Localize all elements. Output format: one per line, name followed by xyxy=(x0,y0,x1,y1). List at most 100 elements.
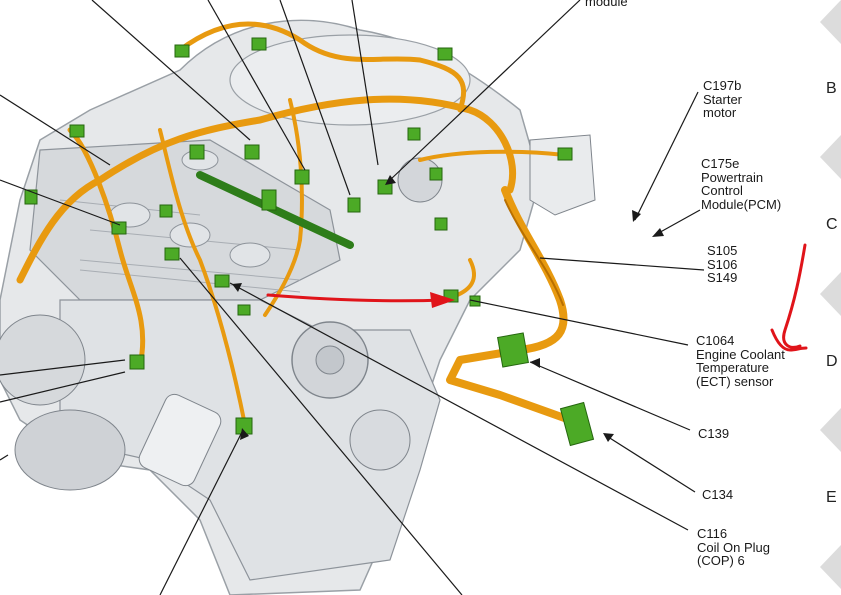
harness-left xyxy=(67,127,146,368)
connector xyxy=(434,217,448,231)
connector xyxy=(129,354,145,370)
grid-letter-c: C xyxy=(826,216,838,233)
connector xyxy=(174,44,190,58)
connector xyxy=(24,189,38,205)
leader-lines xyxy=(0,0,705,595)
connector xyxy=(237,304,251,316)
arrowhead xyxy=(240,428,249,440)
leader-line xyxy=(0,454,9,461)
label-line: Temperature xyxy=(696,360,769,375)
connectors xyxy=(24,37,595,447)
chevron-left-icon[interactable] xyxy=(820,135,841,179)
leader-line xyxy=(0,359,126,376)
arrowhead xyxy=(530,358,540,368)
harness-upper xyxy=(177,21,467,113)
c134-label: C134 xyxy=(702,488,733,502)
chevron-left-icon[interactable] xyxy=(820,272,841,316)
leader-line xyxy=(179,257,463,595)
harness-main xyxy=(16,95,517,284)
leader-line xyxy=(91,0,251,141)
connector xyxy=(244,144,260,160)
splice-label: S105 S106 S149 xyxy=(707,244,737,285)
label-line: (COP) 6 xyxy=(697,553,745,568)
leader-line xyxy=(279,0,351,196)
label-line: module xyxy=(585,0,628,9)
connector xyxy=(69,124,85,138)
leader-line xyxy=(229,282,689,531)
label-line: S105 xyxy=(707,243,738,258)
label-line: C139 xyxy=(698,426,730,441)
connector-c134 xyxy=(559,401,595,447)
grid-letter-e: E xyxy=(826,489,837,506)
chevron-left-icon[interactable] xyxy=(820,545,841,589)
label-line: C175e xyxy=(701,156,740,171)
label-line: C134 xyxy=(702,487,734,502)
red-arrowhead xyxy=(430,292,455,308)
leader-line xyxy=(207,0,306,171)
leader-line xyxy=(654,209,701,236)
connector xyxy=(557,147,573,161)
oil-filter xyxy=(138,393,222,487)
leader-line xyxy=(539,257,705,271)
arrowhead xyxy=(232,283,242,292)
arrowhead xyxy=(603,433,614,442)
connector xyxy=(261,189,277,211)
connector xyxy=(251,37,267,51)
label-line: S149 xyxy=(707,270,738,285)
label-line: C116 xyxy=(697,526,728,541)
connector-c139 xyxy=(497,332,529,368)
nav-chevrons xyxy=(820,0,841,589)
label-line: (ECT) sensor xyxy=(696,373,774,389)
leader-line xyxy=(0,94,111,166)
label-line: C197b xyxy=(703,78,742,93)
timing-cover xyxy=(349,409,411,471)
leader-line xyxy=(389,0,581,181)
harness-ect xyxy=(453,258,476,298)
leader-line xyxy=(351,0,379,166)
c139-label: C139 xyxy=(698,427,729,441)
arrowheads xyxy=(232,175,664,442)
label-line: Starter xyxy=(703,91,743,107)
leader-line xyxy=(159,429,244,595)
arrowhead xyxy=(652,228,664,237)
arrowhead xyxy=(632,210,641,222)
c1064-label: C1064 Engine Coolant Temperature (ECT) s… xyxy=(696,334,785,388)
arrowhead xyxy=(385,175,396,185)
label-line: motor xyxy=(703,105,737,120)
connector xyxy=(189,144,205,160)
throttle-body xyxy=(529,134,596,216)
connector xyxy=(407,127,421,141)
harness-dark-edge xyxy=(504,199,564,306)
grid-letter-b: B xyxy=(826,80,837,97)
pulley-hub xyxy=(315,345,345,375)
chevron-left-icon[interactable] xyxy=(820,408,841,452)
grid-letter-d: D xyxy=(826,353,838,370)
label-line: Engine Coolant xyxy=(696,346,785,362)
leader-line xyxy=(529,361,691,431)
label-line: Module(PCM) xyxy=(701,196,782,212)
c175e-label: C175e Powertrain Control Module(PCM) xyxy=(701,157,781,211)
connector xyxy=(347,197,361,213)
ac-compressor xyxy=(14,409,126,491)
label-line: Powertrain xyxy=(701,169,764,185)
label-line: C1064 xyxy=(696,333,735,348)
harness-throttle xyxy=(418,149,567,162)
chevron-left-icon[interactable] xyxy=(820,0,841,44)
c197b-label: C197b Starter motor xyxy=(703,79,742,120)
leader-line xyxy=(0,179,121,226)
leader-line xyxy=(604,434,696,493)
module-label-fragment: module xyxy=(585,0,628,9)
connector xyxy=(214,274,230,288)
label-line: S106 xyxy=(707,256,738,272)
harness-cylinder xyxy=(158,128,247,427)
leader-line xyxy=(0,371,126,403)
label-line: Control xyxy=(701,183,743,198)
leader-line xyxy=(469,299,689,346)
connector xyxy=(111,221,127,235)
connector xyxy=(429,167,443,181)
red-arrow-line xyxy=(266,293,447,303)
c116-label: C116 Coil On Plug (COP) 6 xyxy=(697,527,770,568)
connector xyxy=(164,247,180,261)
red-annotation xyxy=(266,243,808,352)
